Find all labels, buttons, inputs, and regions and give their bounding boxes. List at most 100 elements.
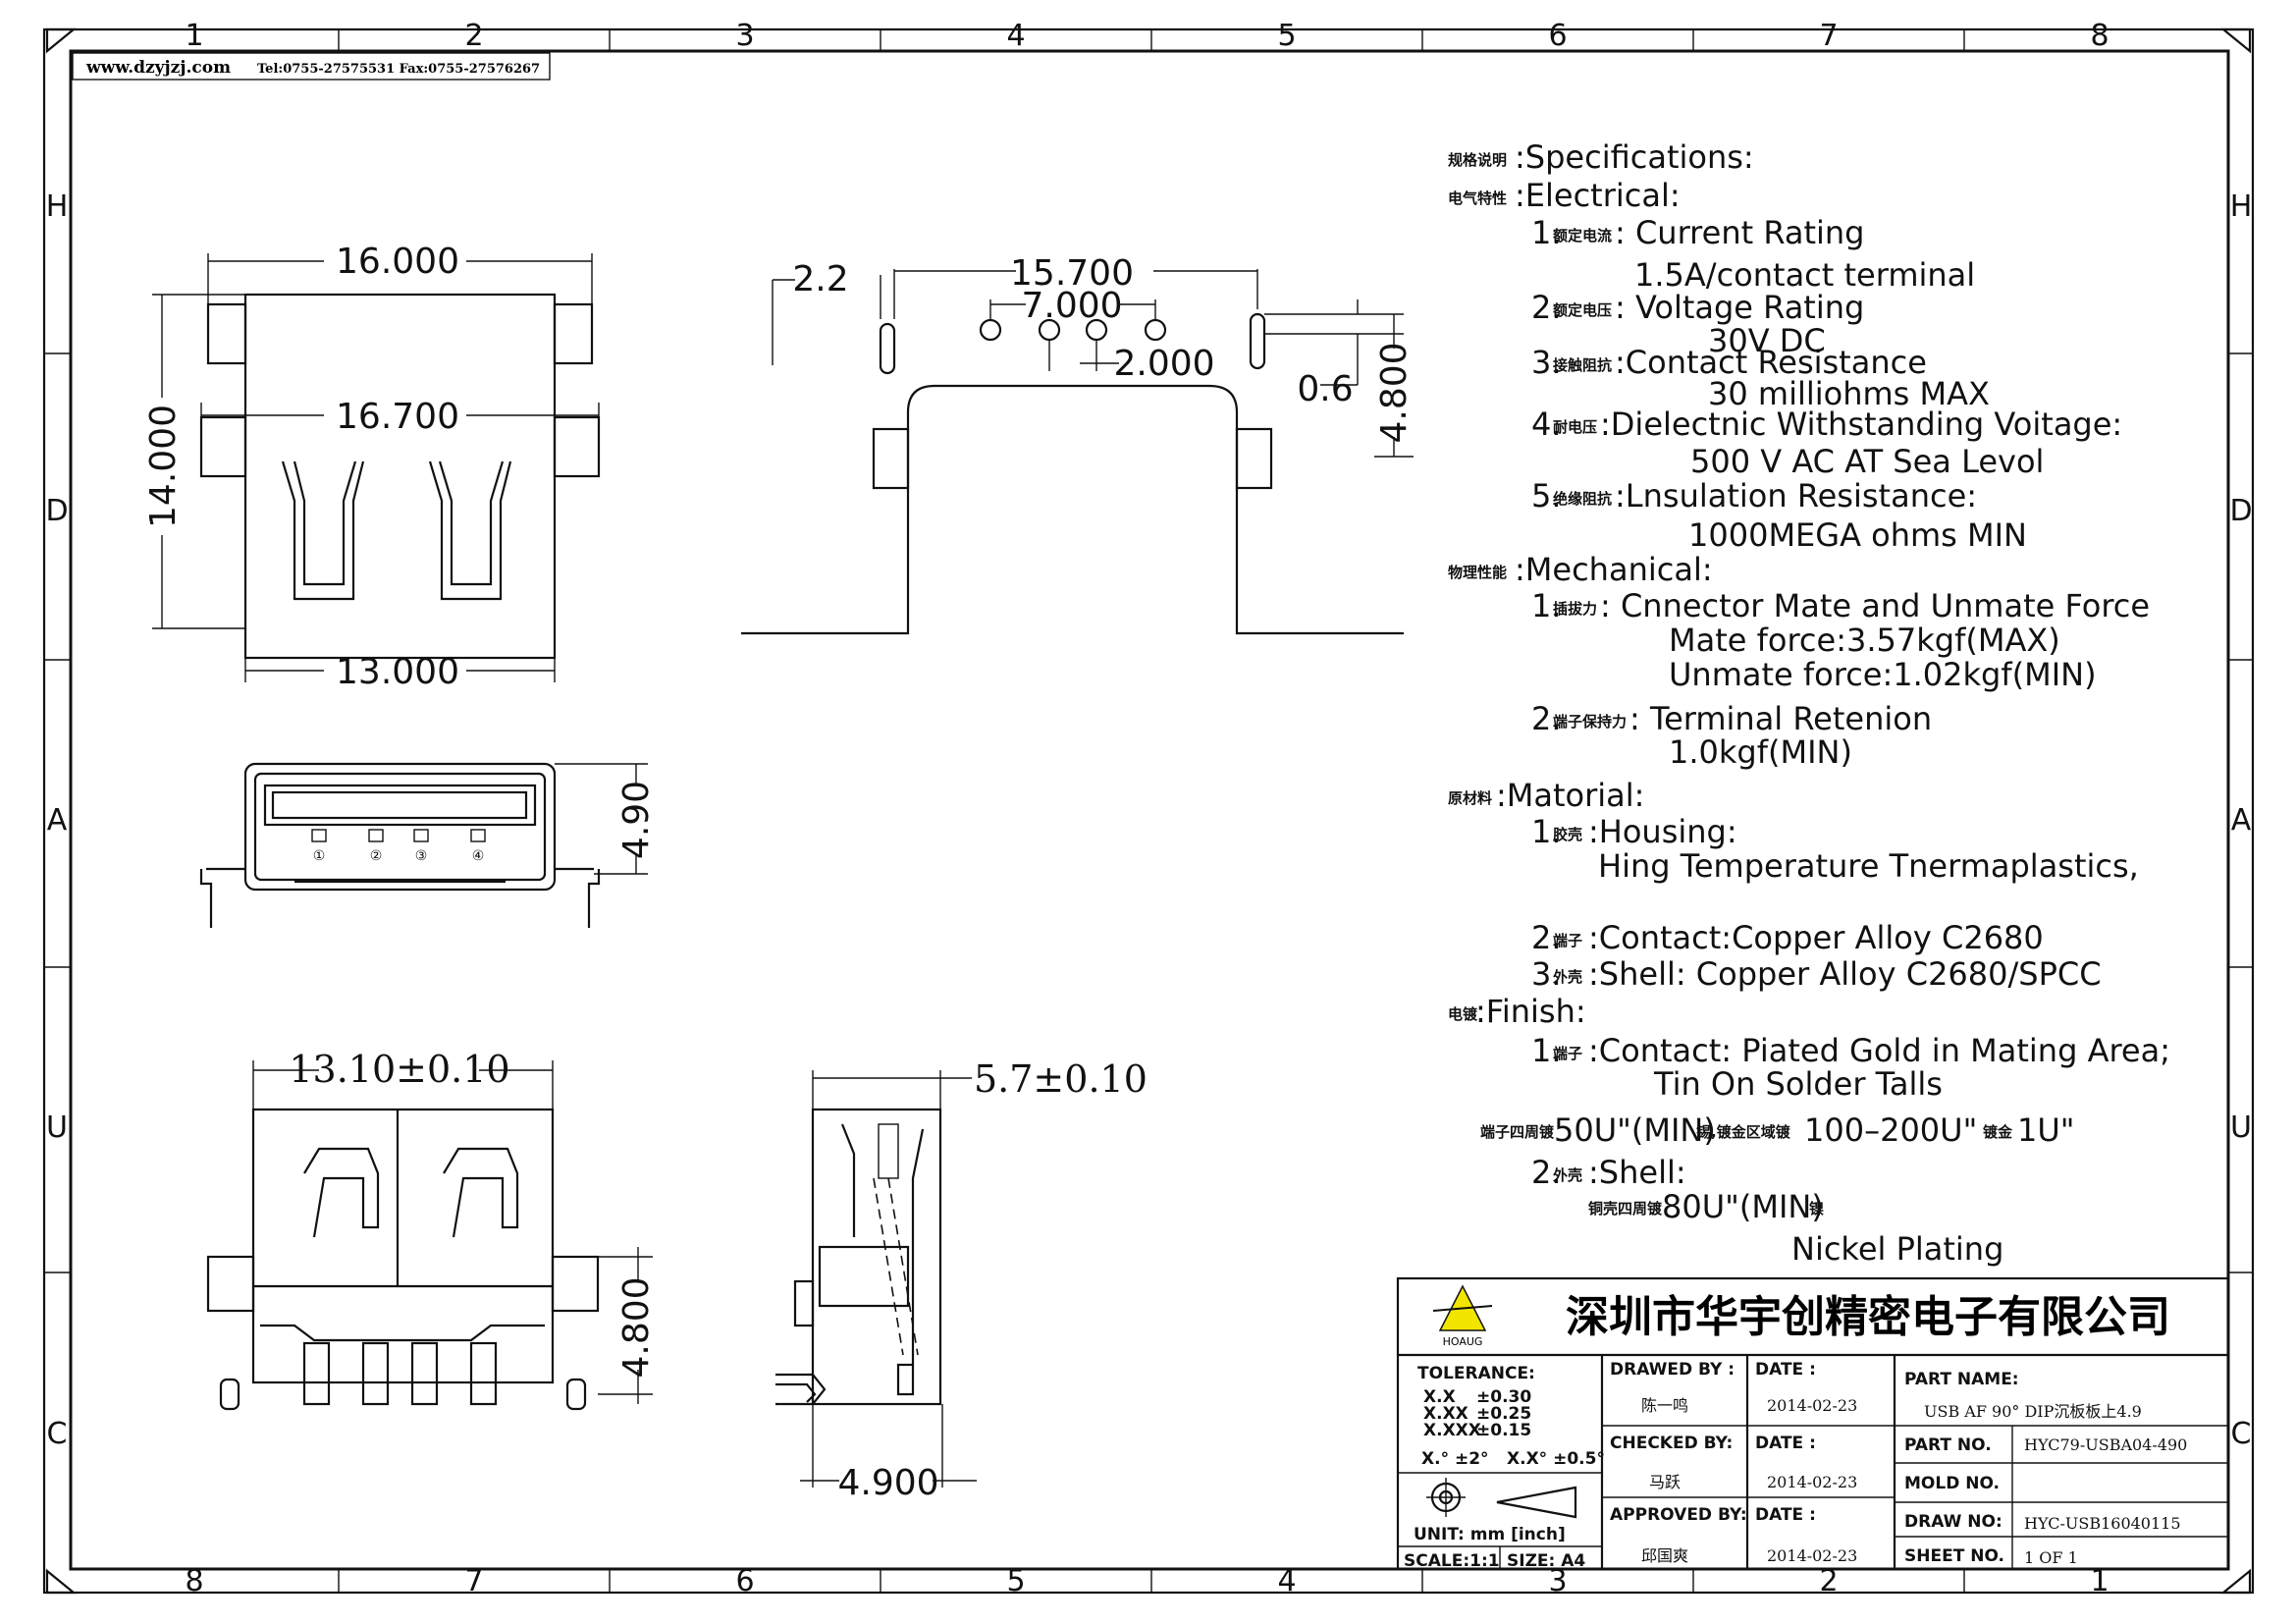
tol-angle-2: X.X° ±0.5° xyxy=(1507,1449,1605,1469)
tol-xx-value: ±0.25 xyxy=(1476,1404,1531,1424)
f1-value: Tin On Solder Talls xyxy=(1653,1065,1943,1103)
website-text: www.dzyjzj.com xyxy=(85,58,231,78)
zone-label: 5 xyxy=(1006,1564,1025,1598)
mat3-cn: 外壳 xyxy=(1552,968,1582,986)
dim-pcb-2: 2.000 xyxy=(1113,344,1214,384)
zone-label: 8 xyxy=(2090,19,2109,53)
e5-num: 5. xyxy=(1531,477,1562,514)
f1-cn: 端子 xyxy=(1553,1045,1582,1062)
mat3-num: 3. xyxy=(1531,955,1562,993)
dim-top-width-1: 16.000 xyxy=(336,242,459,282)
draw-no-value: HYC-USB16040115 xyxy=(2024,1514,2181,1533)
zone-label: C xyxy=(47,1417,68,1451)
tolerance-label: TOLERANCE: xyxy=(1417,1364,1535,1383)
dim-side-bottom: 4.900 xyxy=(837,1463,938,1503)
f2-cn: 外壳 xyxy=(1552,1166,1582,1184)
mat2-num: 2. xyxy=(1531,919,1562,956)
f1-num: 1. xyxy=(1531,1032,1562,1069)
dim-top-height: 14.000 xyxy=(143,405,184,528)
dim-top-width-3: 13.000 xyxy=(336,652,459,692)
zone-label: U xyxy=(2230,1110,2252,1145)
company-name: 深圳市华宇创精密电子有限公司 xyxy=(1566,1292,2170,1342)
m1-value-2: Unmate force:1.02kgf(MIN) xyxy=(1669,656,2097,693)
pin-4-label: ④ xyxy=(472,848,485,864)
pin-3-label: ③ xyxy=(415,848,428,864)
mold-no-label: MOLD NO. xyxy=(1904,1474,2000,1493)
e5-value: 1000MEGA ohms MIN xyxy=(1688,516,2027,554)
e2-num: 2. xyxy=(1531,289,1562,326)
mat3-en: :Shell: Copper Alloy C2680/SPCC xyxy=(1588,955,2102,993)
e1-en: : Current Rating xyxy=(1615,214,1864,251)
date-value-1: 2014-02-23 xyxy=(1767,1396,1857,1415)
f1b-cn1: 端子四周镀 xyxy=(1480,1123,1555,1141)
zone-label: 4 xyxy=(1277,1564,1296,1598)
pin-2-label: ② xyxy=(370,848,383,864)
dim-pcb-2-2: 2.2 xyxy=(792,259,848,299)
e2-cn: 额定电压 xyxy=(1553,301,1612,319)
sheet-no-label: SHEET NO. xyxy=(1904,1546,2004,1566)
f1b-v2: 100–200U" xyxy=(1804,1111,1977,1149)
checked-by-value: 马跃 xyxy=(1649,1473,1681,1491)
mat1-en: :Housing: xyxy=(1588,813,1737,850)
zone-label: D xyxy=(2229,494,2252,528)
m2-en: : Terminal Retenion xyxy=(1629,700,1932,737)
electrical-cn: 电气特性 xyxy=(1448,189,1507,207)
zone-label: H xyxy=(2230,189,2253,224)
part-no-value: HYC79-USBA04-490 xyxy=(2024,1435,2187,1454)
e3-cn: 接触阻抗 xyxy=(1553,356,1612,374)
scale-label: SCALE:1:1 xyxy=(1404,1551,1500,1571)
tol-angle-1: X.° ±2° xyxy=(1421,1449,1489,1469)
outer-frame xyxy=(42,27,2255,1595)
f2b-v1: 80U"(MIN) xyxy=(1662,1188,1824,1225)
zone-label: 6 xyxy=(1548,19,1567,53)
tol-x-value: ±0.30 xyxy=(1476,1387,1531,1407)
material-title: :Matorial: xyxy=(1496,777,1644,814)
f1b-cn2: 锡,镀金区域镀 xyxy=(1696,1123,1791,1141)
f1b-cn3: 镀金 xyxy=(1983,1123,2013,1141)
zone-label: 8 xyxy=(185,1564,203,1598)
dim-bottom-width: 13.10±0.10 xyxy=(289,1048,509,1091)
corner-marks xyxy=(45,27,2252,1595)
dim-pcb-4-8: 4.800 xyxy=(1374,342,1415,443)
bottom-zone-labels: 8 7 6 5 4 3 2 1 xyxy=(185,1564,2109,1598)
approved-by-label: APPROVED BY: xyxy=(1610,1505,1747,1525)
e4-num: 4. xyxy=(1531,406,1562,443)
unit-label: UNIT: mm [inch] xyxy=(1414,1525,1566,1544)
mat1-num: 1. xyxy=(1531,813,1562,850)
inner-frame xyxy=(69,49,2230,1571)
zone-label: 5 xyxy=(1277,19,1296,53)
dim-side-width: 5.7±0.10 xyxy=(974,1057,1148,1101)
zone-label: A xyxy=(47,803,68,838)
company-logo: HOAUG xyxy=(1432,1284,1493,1348)
part-name-label: PART NAME: xyxy=(1904,1370,2019,1389)
spec-cn: 规格说明 xyxy=(1448,151,1507,169)
zone-label: H xyxy=(46,189,69,224)
dim-front-height: 4.90 xyxy=(616,781,657,859)
e5-cn: 绝缘阻抗 xyxy=(1553,490,1612,508)
front-view: ① ② ③ ④ 4.90 xyxy=(199,762,657,928)
m2-cn: 端子保持力 xyxy=(1553,713,1627,731)
logo-text: HOAUG xyxy=(1443,1335,1483,1348)
part-no-label: PART NO. xyxy=(1904,1435,1992,1455)
approved-by-value: 邱国爽 xyxy=(1641,1546,1688,1565)
e2-en: : Voltage Rating xyxy=(1615,289,1864,326)
zone-label: 1 xyxy=(185,19,203,53)
bottom-view: 13.10±0.10 4.800 xyxy=(206,1048,657,1411)
f2b-cn2: 镍 xyxy=(1809,1200,1824,1218)
top-view: 16.000 16.700 13.000 14.000 xyxy=(143,242,601,692)
contact-text: Tel:0755-27575531 Fax:0755-27576267 xyxy=(257,62,540,77)
e1-value: 1.5A/contact terminal xyxy=(1634,256,1975,294)
drawn-by-label: DRAWED BY : xyxy=(1610,1360,1735,1380)
m1-cn: 插拔力 xyxy=(1553,600,1597,618)
e4-cn: 耐电压 xyxy=(1553,418,1597,436)
e3-num: 3. xyxy=(1531,344,1562,381)
finish-cn: 电镀 xyxy=(1448,1005,1478,1023)
f1-en: :Contact: Piated Gold in Mating Area; xyxy=(1588,1032,2170,1069)
zone-label: 2 xyxy=(1819,1564,1838,1598)
part-name-value: USB AF 90° DIP沉板板上4.9 xyxy=(1924,1402,2142,1421)
m2-num: 2. xyxy=(1531,700,1562,737)
zone-label: 3 xyxy=(1548,1564,1567,1598)
zone-label: 2 xyxy=(464,19,483,53)
f2c-text: Nickel Plating xyxy=(1791,1230,2003,1268)
spec-title: :Specifications: xyxy=(1515,138,1754,176)
